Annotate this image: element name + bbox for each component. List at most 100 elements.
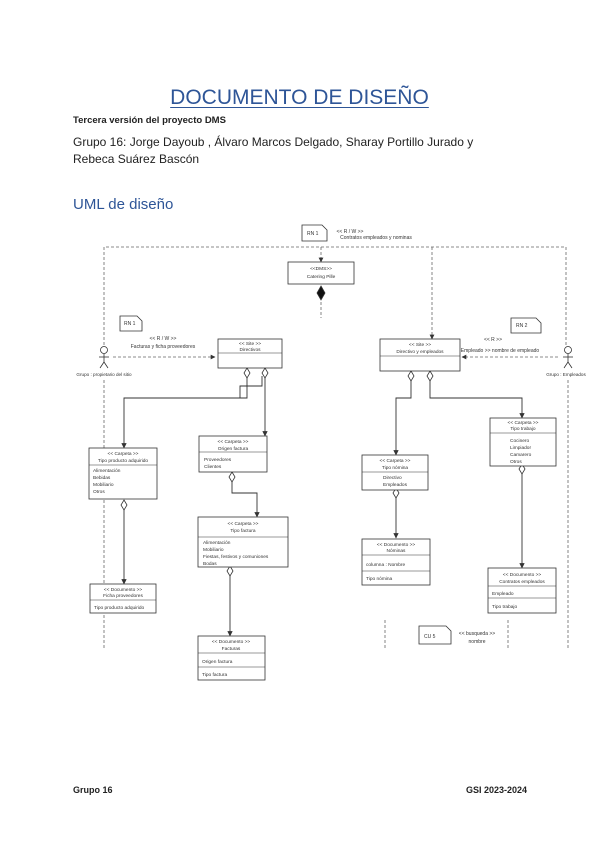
carpeta-tipo-nomina-name: Tipo nómina [382, 465, 409, 471]
composition-diamond [316, 285, 326, 301]
note-rn1-top [301, 224, 328, 242]
aggregation-diamond [120, 499, 128, 511]
authors-line-2: Rebeca Suárez Bascón [73, 152, 200, 166]
carpeta-tipo-factura-box: << Carpeta >> Tipo factura Alimentación … [197, 516, 289, 568]
cu5-caption-1: << busqueda >> [459, 631, 496, 637]
carpeta-tipo-nomina-item: Directivo [383, 475, 402, 481]
aggregation-diamond [426, 370, 434, 382]
doc-ficha-stereotype: << Documento >> [104, 587, 143, 593]
carpeta-tipo-factura-item: Mobiliario [203, 547, 224, 553]
carpeta-tipo-nomina-item: Empleados [383, 482, 408, 488]
doc-contratos-name: Contratos empleados [499, 579, 545, 585]
doc-contratos-item: Tipo trabajo [492, 604, 517, 610]
carpeta-origen-item: Proveedores [204, 457, 232, 463]
carpeta-tipo-factura-name: Tipo factura [230, 528, 255, 534]
rn2-label: RN 2 [516, 323, 528, 329]
aggregation-diamond [261, 367, 269, 379]
rn1-top-label: RN 1 [307, 231, 319, 237]
aggregation-diamond [243, 367, 251, 379]
carpeta-tipo-factura-item: Bodas [203, 561, 217, 567]
actor-employees-label: Grupo : Empleados [546, 372, 586, 377]
dms-name: Catering Pille [307, 274, 336, 280]
diamonds [120, 285, 526, 577]
carpeta-tipo-producto-item: Otros [93, 489, 105, 495]
note-rn1-left [119, 315, 143, 332]
carpeta-tipo-factura-item: Alimentación [203, 540, 231, 546]
carpeta-tipo-producto-item: Mobiliario [93, 482, 114, 488]
doc-ficha-box: << Documento >> Ficha proveedores Tipo p… [89, 583, 157, 614]
carpeta-tipo-producto-stereotype: << Carpeta >> [108, 451, 139, 457]
carpeta-tipo-trabajo-stereotype: << Carpeta >> [508, 420, 539, 426]
aggregation-diamond [392, 487, 400, 499]
doc-ficha-name: Ficha proveedores [103, 593, 143, 599]
doc-facturas-item: Origen factura [202, 659, 233, 665]
doc-nominas-stereotype: << Documento >> [377, 542, 416, 548]
footer-left: Grupo 16 [73, 785, 113, 795]
rn2-caption: Empleado >> nombre de empleado [461, 348, 540, 354]
site-empleados-stereotype: << Site >> [409, 342, 431, 348]
access-lines [103, 246, 569, 648]
carpeta-origen-box: << Carpeta >> Origen factura Proveedores… [198, 435, 268, 473]
authors-line-1: Grupo 16: Jorge Dayoub , Álvaro Marcos D… [73, 135, 474, 149]
rn1-top-caption-1: << R / W >> [337, 229, 364, 235]
carpeta-tipo-factura-stereotype: << Carpeta >> [228, 521, 259, 527]
doc-nominas-item: columna : Nombre [366, 562, 406, 568]
rn1-top-caption-2: Contratos empleados y nominas [340, 235, 412, 241]
rn1-left-caption-2: Facturas y ficha proveedores [131, 344, 196, 350]
footer-right: GSI 2023-2024 [465, 785, 527, 795]
site-empleados-name: Directivo y empleados [396, 349, 444, 355]
doc-ficha-item: Tipo producto adquirido [94, 605, 145, 611]
carpeta-origen-name: Origen factura [218, 446, 249, 452]
aggregation-diamond [226, 565, 234, 577]
cu5-label: CU 5 [424, 634, 436, 640]
carpeta-tipo-trabajo-item: Camarero [510, 452, 532, 458]
actor-owner-label: Grupo : propietario del sitio [76, 372, 132, 377]
carpeta-origen-stereotype: << Carpeta >> [218, 439, 249, 445]
note-cu5 [418, 625, 452, 645]
site-directivos-box: << Site >> Directivos [217, 338, 283, 369]
carpeta-tipo-trabajo-name: Tipo trabajo [510, 426, 535, 432]
rn1-left-label: RN 1 [124, 321, 136, 327]
carpeta-tipo-producto-box: << Carpeta >> Tipo producto adquirido Al… [88, 447, 158, 500]
cu5-caption-2: nombre [469, 639, 486, 645]
site-directivos-name: Directivos [239, 347, 261, 353]
doc-facturas-name: Facturas [222, 646, 241, 652]
doc-facturas-box: << Documento >> Facturas Origen factura … [197, 635, 266, 681]
carpeta-tipo-producto-item: Alimentación [93, 468, 121, 474]
doc-nominas-name: Nóminas [387, 548, 407, 554]
carpeta-tipo-nomina-box: << Carpeta >> Tipo nómina Directivo Empl… [361, 454, 429, 491]
site-directivos-stereotype: << Site >> [239, 341, 261, 347]
document-subtitle: Tercera versión del proyecto DMS [73, 115, 226, 126]
section-title: UML de diseño [73, 196, 174, 213]
doc-facturas-stereotype: << Documento >> [212, 639, 251, 645]
doc-contratos-box: << Documento >> Contratos empleados Empl… [487, 567, 557, 614]
notes [119, 224, 542, 645]
note-rn2 [510, 317, 542, 334]
doc-contratos-stereotype: << Documento >> [503, 572, 542, 578]
dms-stereotype: <<DMS>> [310, 266, 332, 272]
aggregation-diamond [518, 463, 526, 475]
doc-nominas-box: << Documento >> Nóminas columna : Nombre… [361, 538, 431, 586]
dms-box: <<DMS>> Catering Pille [287, 261, 355, 285]
carpeta-tipo-nomina-stereotype: << Carpeta >> [380, 458, 411, 464]
carpeta-tipo-producto-item: Bebidas [93, 475, 111, 481]
doc-nominas-item: Tipo nómina [366, 576, 393, 582]
carpeta-tipo-trabajo-item: Otros [510, 459, 522, 465]
aggregation-diamond [407, 370, 415, 382]
carpeta-tipo-producto-name: Tipo producto adquirido [98, 458, 149, 464]
carpeta-tipo-trabajo-item: Cocinero [510, 438, 530, 444]
document-title: DOCUMENTO DE DISEÑO [170, 86, 429, 109]
authors: Grupo 16: Jorge Dayoub , Álvaro Marcos D… [73, 134, 523, 168]
aggregation-diamond [228, 471, 236, 483]
site-empleados-box: << Site >> Directivo y empleados [379, 338, 461, 372]
rn1-left-caption-1: << R / W >> [150, 336, 177, 342]
carpeta-tipo-trabajo-box: << Carpeta >> Tipo trabajo Cocinero Limp… [489, 417, 557, 467]
carpeta-tipo-trabajo-item: Limpiador [510, 445, 531, 451]
rn2-caption-stereotype: << R >> [484, 337, 502, 343]
note-labels: RN 1 << R / W >> Contratos empleados y n… [124, 229, 539, 645]
actor-owner-icon [99, 346, 109, 369]
actor-employees-icon [563, 346, 573, 369]
carpeta-tipo-factura-item: Fiestas, festivos y comuniones [203, 554, 269, 560]
doc-contratos-item: Empleado [492, 591, 514, 597]
